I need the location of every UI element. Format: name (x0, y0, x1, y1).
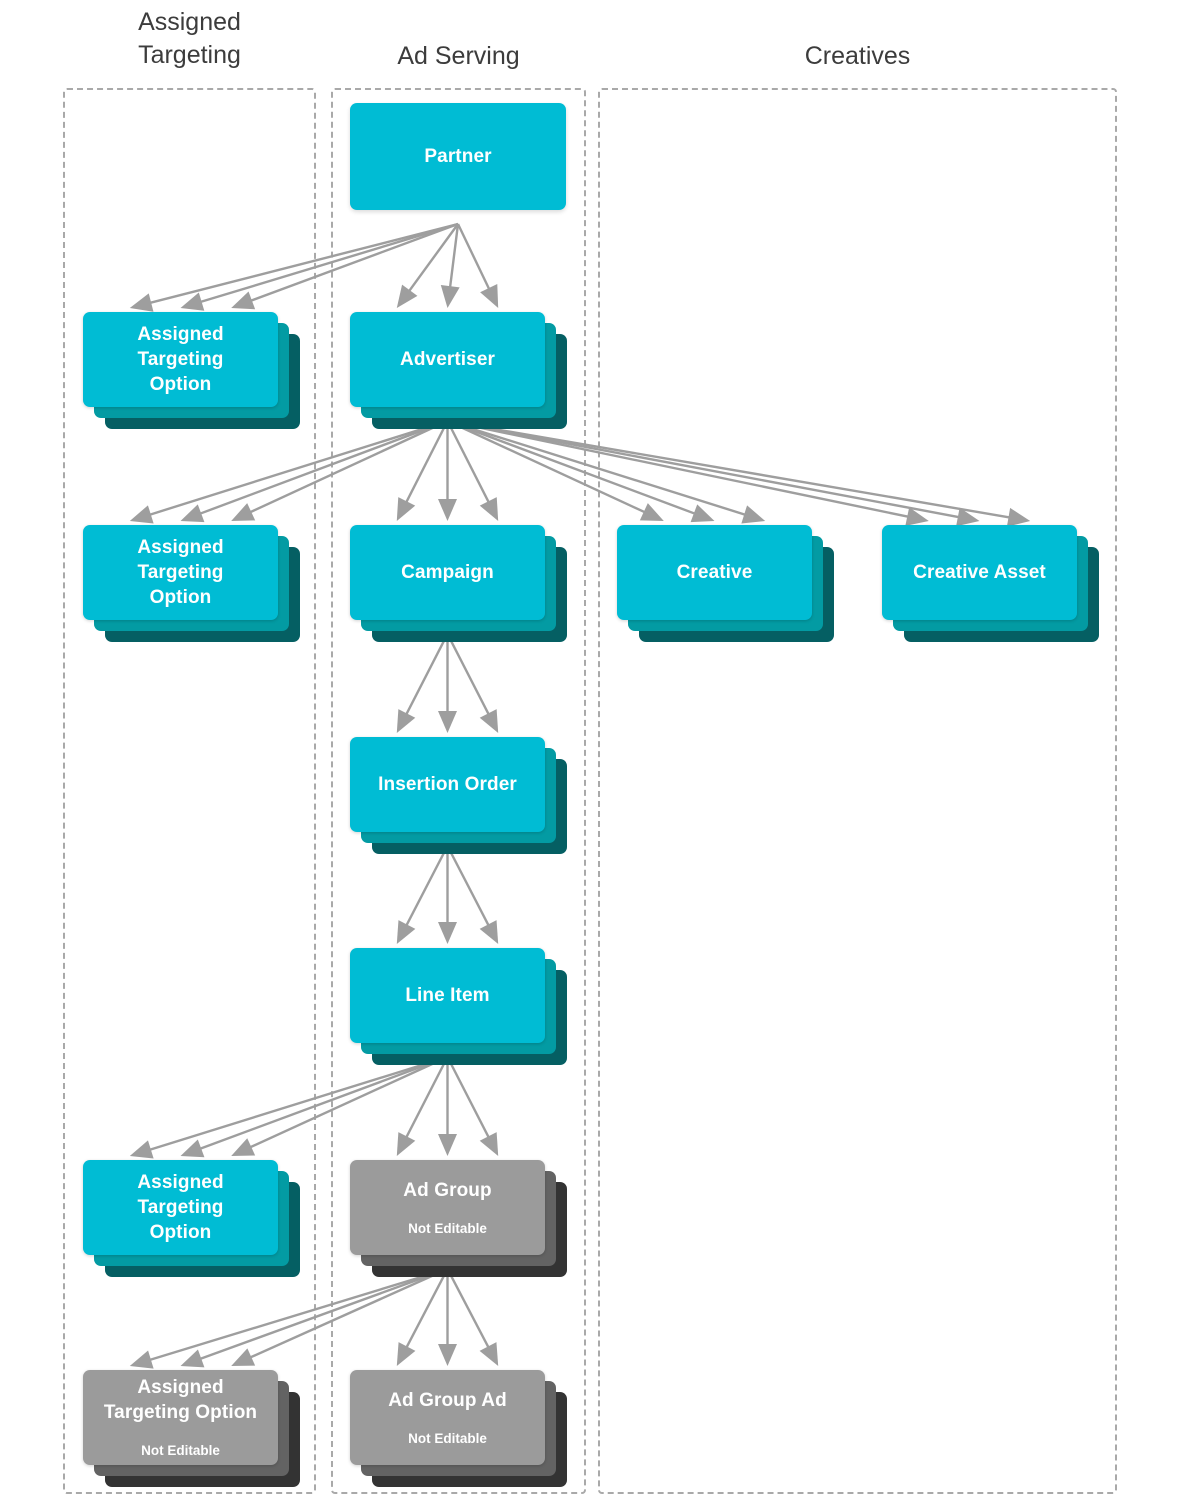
node-face[interactable]: Assigned Targeting Option (83, 1160, 278, 1255)
node-face[interactable]: Advertiser (350, 312, 545, 407)
node-ato-partner[interactable]: Assigned Targeting Option (83, 312, 302, 431)
node-label: Assigned Targeting Option (103, 1377, 258, 1423)
node-label: Partner (424, 146, 492, 167)
node-label: Campaign (401, 562, 494, 583)
node-ad-group-ad[interactable]: Ad Group Ad Not Editable (350, 1370, 569, 1489)
node-face[interactable]: Creative (617, 525, 812, 620)
node-label: Creative (676, 562, 753, 583)
node-face[interactable]: Campaign (350, 525, 545, 620)
node-not-editable-badge: Not Editable (408, 1220, 487, 1236)
node-campaign[interactable]: Campaign (350, 525, 569, 644)
node-face[interactable]: Assigned Targeting Option (83, 312, 278, 407)
node-line-item[interactable]: Line Item (350, 948, 569, 1067)
column-frame-assigned-targeting (63, 88, 316, 1494)
node-face[interactable]: Creative Asset (882, 525, 1077, 620)
column-frame-creatives (598, 88, 1117, 1494)
node-ato-advertiser[interactable]: Assigned Targeting Option (83, 525, 302, 644)
node-face[interactable]: Ad Group Ad Not Editable (350, 1370, 545, 1465)
column-header-assigned-targeting: Assigned Targeting (138, 8, 241, 69)
node-label: Ad Group (403, 1179, 492, 1201)
column-header-ad-serving: Ad Serving (397, 42, 520, 70)
node-advertiser[interactable]: Advertiser (350, 312, 569, 431)
node-label: Creative Asset (913, 562, 1046, 583)
column-frame-ad-serving (331, 88, 586, 1494)
node-label: Advertiser (400, 349, 495, 370)
column-header-creatives: Creatives (804, 42, 911, 70)
node-label: Ad Group Ad (388, 1389, 507, 1411)
node-not-editable-badge: Not Editable (141, 1443, 220, 1458)
node-creative-asset[interactable]: Creative Asset (882, 525, 1101, 644)
node-label: Line Item (405, 985, 490, 1006)
node-face[interactable]: Partner (350, 103, 566, 210)
node-creative[interactable]: Creative (617, 525, 836, 644)
node-not-editable-badge: Not Editable (408, 1430, 487, 1446)
node-label: Assigned Targeting Option (137, 1172, 224, 1243)
node-face[interactable]: Assigned Targeting Option (83, 525, 278, 620)
node-label: Insertion Order (378, 774, 517, 795)
node-partner[interactable]: Partner (350, 103, 590, 234)
node-face[interactable]: Line Item (350, 948, 545, 1043)
node-ato-line-item[interactable]: Assigned Targeting Option (83, 1160, 302, 1279)
node-label: Assigned Targeting Option (137, 324, 224, 395)
node-label: Assigned Targeting Option (137, 537, 224, 608)
node-face[interactable]: Insertion Order (350, 737, 545, 832)
node-insertion-order[interactable]: Insertion Order (350, 737, 569, 856)
